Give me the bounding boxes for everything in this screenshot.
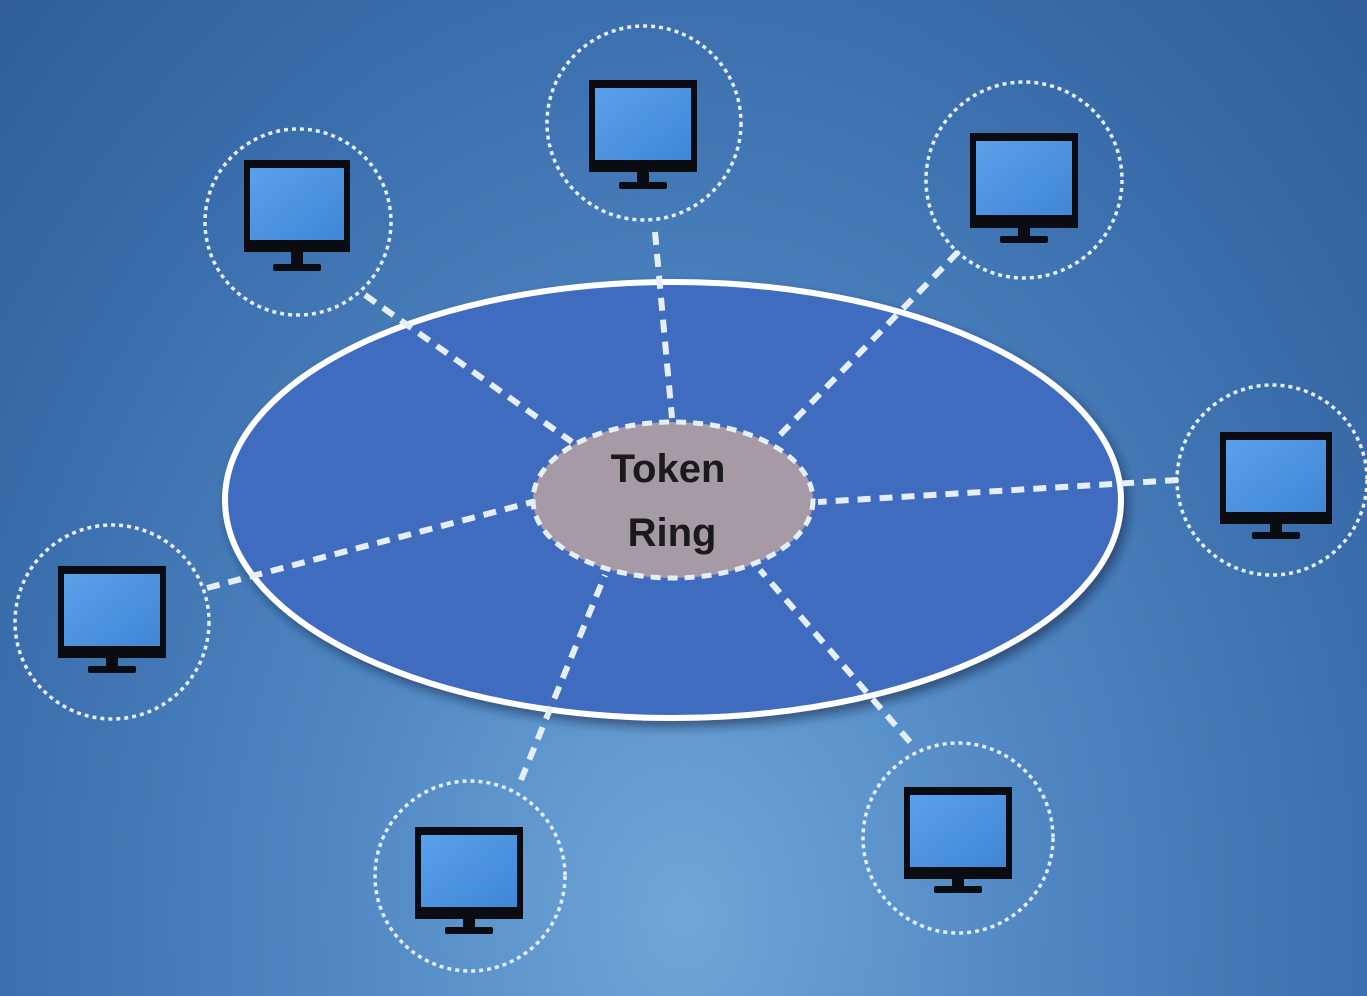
computer-top-left	[203, 127, 393, 317]
hub-label-line1: Token	[611, 447, 726, 491]
monitor-icon	[58, 566, 166, 673]
monitor-icon	[970, 133, 1078, 243]
computer-top-right	[924, 80, 1124, 280]
computer-left	[13, 523, 211, 721]
link-bottom	[518, 573, 608, 782]
computer-right	[1175, 383, 1367, 577]
link-left	[206, 497, 541, 591]
link-bottom-right	[757, 568, 913, 744]
monitor-icon	[415, 827, 523, 934]
monitor-icon	[589, 80, 697, 189]
token-ring-hub: Token Ring	[530, 419, 816, 581]
computer-bottom-right	[861, 741, 1055, 935]
connection-lines	[206, 231, 1179, 782]
monitor-icon	[1220, 432, 1332, 539]
monitor-icon	[244, 160, 350, 271]
computer-bottom	[373, 779, 567, 973]
monitor-icon	[904, 787, 1012, 893]
hub-label-line2: Ring	[628, 511, 717, 555]
link-right	[817, 477, 1179, 505]
computer-top	[545, 24, 743, 222]
link-top	[652, 231, 675, 419]
